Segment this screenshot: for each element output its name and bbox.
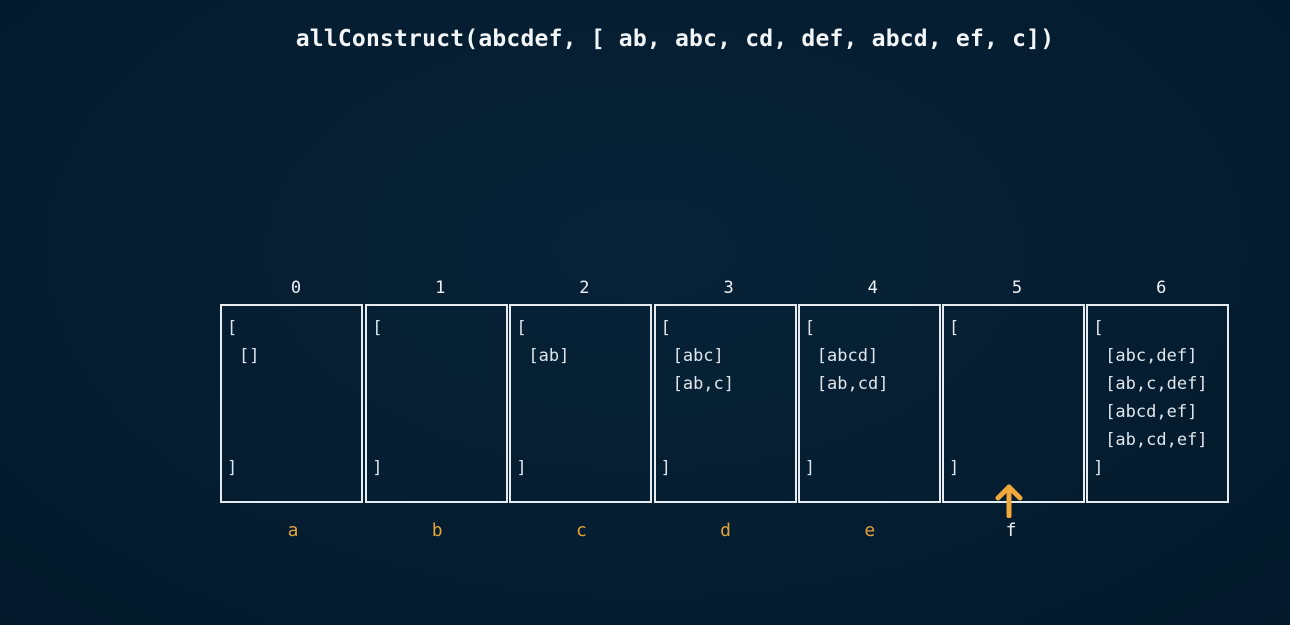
- open-bracket: [: [516, 318, 527, 338]
- combination-entry: [ab,cd]: [816, 374, 889, 394]
- combination-list: [abc] [ab,c]: [673, 342, 734, 398]
- combination-list: [abcd] [ab,cd]: [817, 342, 889, 398]
- open-bracket: [: [949, 318, 960, 338]
- table-cell: []: [365, 304, 509, 503]
- close-bracket: ]: [1093, 458, 1104, 478]
- target-letter: a: [287, 520, 299, 541]
- combination-entry: [abc]: [672, 346, 724, 366]
- arrow-up-icon: [995, 484, 1023, 518]
- close-bracket: ]: [516, 458, 527, 478]
- combination-entry: [abcd,ef]: [1105, 402, 1198, 422]
- close-bracket: ]: [372, 458, 383, 478]
- table-cell: [[ab]]: [509, 304, 653, 503]
- table-cell: [[abc] [ab,c]]: [653, 304, 797, 503]
- combination-entry: [ab,c,def]: [1105, 374, 1208, 394]
- target-letter: c: [575, 520, 587, 541]
- page-title: allConstruct(abcdef, [ ab, abc, cd, def,…: [295, 26, 1055, 52]
- open-bracket: [: [1093, 318, 1104, 338]
- combination-list: [abc,def] [ab,c,def] [abcd,ef] [ab,cd,ef]: [1105, 342, 1207, 454]
- target-letter: f: [1005, 520, 1017, 541]
- cell-index: 3: [723, 278, 734, 298]
- combination-list: []: [239, 342, 259, 370]
- combination-entry: []: [239, 346, 260, 366]
- close-bracket: ]: [660, 458, 671, 478]
- cell-index: 0: [290, 278, 302, 298]
- cell-index: 1: [435, 278, 446, 298]
- combination-entry: [ab]: [528, 346, 570, 366]
- target-letter: e: [864, 520, 876, 541]
- cell-index: 2: [579, 278, 590, 298]
- combination-entry: [abcd]: [816, 346, 879, 366]
- open-bracket: [: [227, 318, 238, 338]
- table-cell: [[abc,def] [ab,c,def] [abcd,ef] [ab,cd,ef]]: [1086, 304, 1230, 503]
- target-letter: b: [431, 520, 443, 541]
- combination-list: [ab]: [528, 342, 569, 370]
- cell-index: 6: [1156, 278, 1167, 298]
- close-bracket: ]: [949, 458, 960, 478]
- combination-entry: [abc,def]: [1105, 346, 1198, 366]
- table-cell: []: [942, 304, 1085, 503]
- cell-index: 5: [1011, 278, 1023, 298]
- open-bracket: [: [372, 318, 383, 338]
- target-letter: d: [720, 520, 732, 541]
- table-cell: [[]]: [220, 304, 363, 503]
- combination-entry: [ab,cd,ef]: [1105, 430, 1208, 450]
- open-bracket: [: [804, 318, 816, 338]
- close-bracket: ]: [804, 458, 816, 478]
- combination-entry: [ab,c]: [672, 374, 735, 394]
- open-bracket: [: [660, 318, 671, 338]
- cell-index: 4: [867, 278, 878, 298]
- close-bracket: ]: [227, 458, 238, 478]
- table-cell: [[abcd] [ab,cd]]: [797, 304, 941, 503]
